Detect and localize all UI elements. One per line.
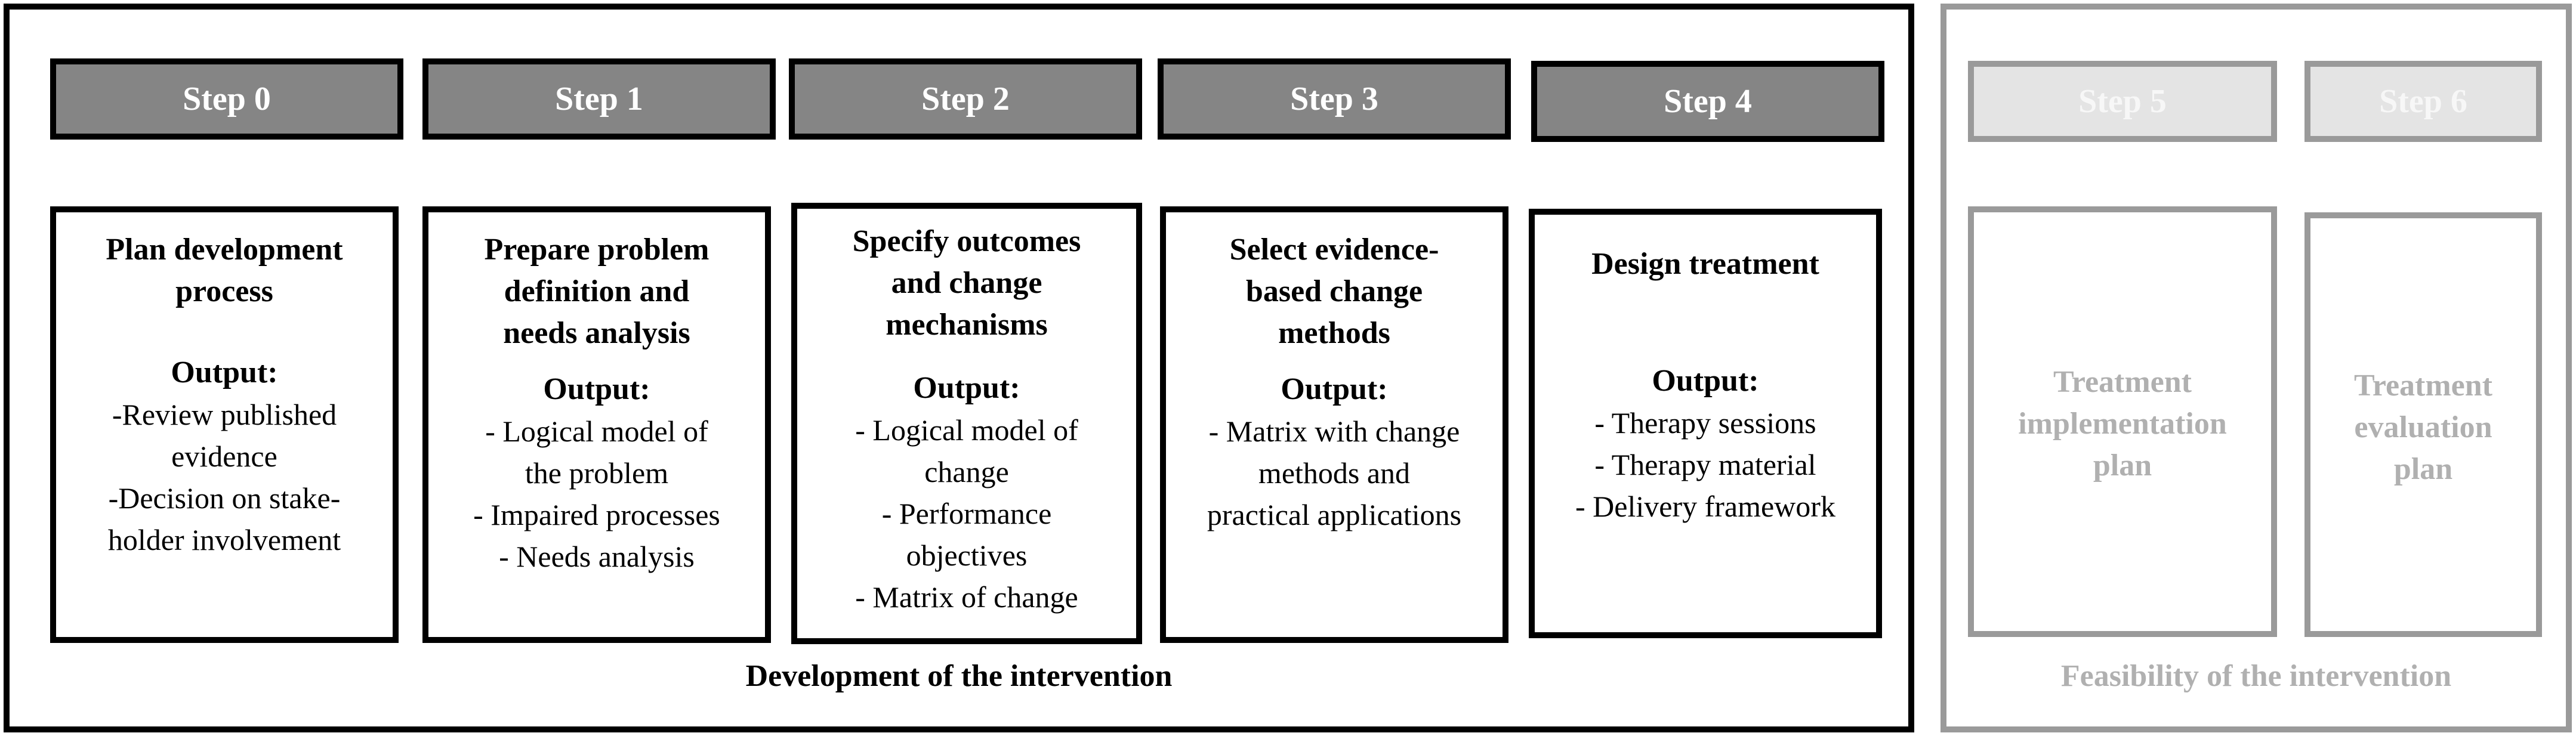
step-4-output-label: Output: — [1652, 364, 1759, 398]
step-0-header: Step 0 — [50, 58, 403, 140]
step-3-header: Step 3 — [1158, 58, 1511, 140]
step-5-header: Step 5 — [1968, 61, 2277, 142]
step-1-output-label: Output: — [543, 372, 650, 406]
step-2-outputs: - Logical model of change - Performance … — [855, 413, 1078, 614]
step-5-box: Treatment implementation plan — [1968, 206, 2277, 637]
step-6-box: Treatment evaluation plan — [2304, 212, 2542, 637]
step-4-title: Design treatment — [1591, 247, 1819, 281]
step-1-header: Step 1 — [422, 58, 776, 140]
development-frame — [4, 4, 1914, 732]
development-caption: Development of the intervention — [745, 659, 1173, 693]
step-0-outputs: -Review published evidence -Decision on … — [107, 398, 341, 556]
step-6-title: Treatment evaluation plan — [2354, 369, 2492, 486]
step-0-box: Plan development process Output: -Review… — [50, 206, 399, 643]
feasibility-caption: Feasibility of the intervention — [2060, 659, 2452, 693]
step-4-outputs: - Therapy sessions - Therapy material - … — [1575, 406, 1835, 523]
step-3-outputs: - Matrix with change methods and practic… — [1207, 415, 1462, 531]
step-3-title: Select evidence- based change methods — [1229, 233, 1439, 350]
step-0-title: Plan development process — [106, 233, 343, 308]
step-4-header: Step 4 — [1531, 61, 1884, 142]
step-2-header: Step 2 — [789, 58, 1142, 140]
step-2-output-label: Output: — [913, 371, 1020, 405]
step-0-output-label: Output: — [171, 355, 278, 389]
feasibility-frame — [1941, 4, 2572, 732]
step-2-box: Specify outcomes and change mechanisms O… — [791, 203, 1142, 644]
step-1-box: Prepare problem definition and needs ana… — [422, 206, 771, 643]
step-6-header: Step 6 — [2304, 61, 2542, 142]
step-1-title: Prepare problem definition and needs ana… — [484, 233, 709, 350]
step-5-title: Treatment implementation plan — [2018, 365, 2227, 483]
step-3-output-label: Output: — [1281, 372, 1388, 406]
step-1-outputs: - Logical model of the problem - Impaire… — [473, 415, 720, 573]
step-2-title: Specify outcomes and change mechanisms — [852, 224, 1081, 342]
step-4-box: Design treatment Output: - Therapy sessi… — [1529, 209, 1882, 638]
step-3-box: Select evidence- based change methods Ou… — [1160, 206, 1508, 643]
